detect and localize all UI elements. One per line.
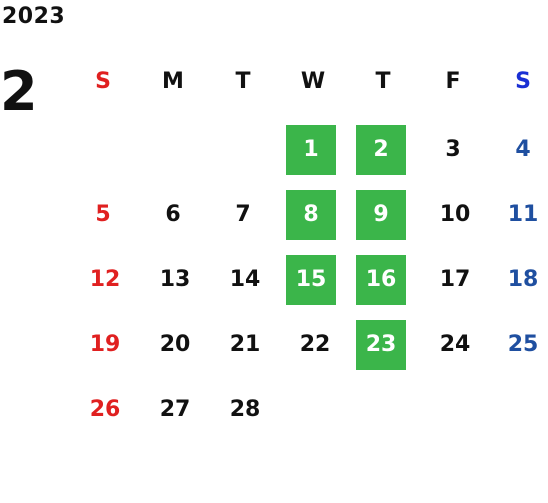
day-cell[interactable]: 19 (89, 332, 121, 357)
weekday-sunday: S (95, 69, 111, 94)
day-cell[interactable]: 2 (356, 125, 406, 175)
day-cell[interactable]: 8 (286, 190, 336, 240)
day-cell[interactable]: 23 (356, 320, 406, 370)
day-cell[interactable]: 1 (286, 125, 336, 175)
day-cell[interactable]: 5 (95, 202, 111, 227)
weekday-saturday: S (515, 69, 531, 94)
day-cell[interactable]: 3 (445, 137, 461, 162)
day-cell[interactable]: 16 (356, 255, 406, 305)
day-cell[interactable]: 10 (439, 202, 471, 227)
day-cell[interactable]: 18 (507, 267, 539, 292)
weekday-tuesday: T (235, 69, 251, 94)
day-cell[interactable]: 7 (235, 202, 251, 227)
day-cell[interactable]: 6 (165, 202, 181, 227)
day-cell[interactable]: 13 (159, 267, 191, 292)
day-cell[interactable]: 4 (515, 137, 531, 162)
day-cell[interactable]: 25 (507, 332, 539, 357)
year-label: 2023 (2, 4, 66, 29)
day-cell[interactable]: 27 (159, 397, 191, 422)
weekday-friday: F (445, 69, 461, 94)
day-cell[interactable]: 22 (299, 332, 331, 357)
day-cell[interactable]: 21 (229, 332, 261, 357)
day-cell[interactable]: 28 (229, 397, 261, 422)
day-cell[interactable]: 12 (89, 267, 121, 292)
day-cell[interactable]: 11 (507, 202, 539, 227)
weekday-monday: M (162, 69, 184, 94)
month-number: 2 (0, 60, 38, 123)
day-cell[interactable]: 14 (229, 267, 261, 292)
weekday-thursday: T (375, 69, 391, 94)
day-cell[interactable]: 17 (439, 267, 471, 292)
day-cell[interactable]: 9 (356, 190, 406, 240)
day-cell[interactable]: 26 (89, 397, 121, 422)
day-cell[interactable]: 24 (439, 332, 471, 357)
weekday-wednesday: W (300, 69, 326, 94)
day-cell[interactable]: 20 (159, 332, 191, 357)
day-cell[interactable]: 15 (286, 255, 336, 305)
